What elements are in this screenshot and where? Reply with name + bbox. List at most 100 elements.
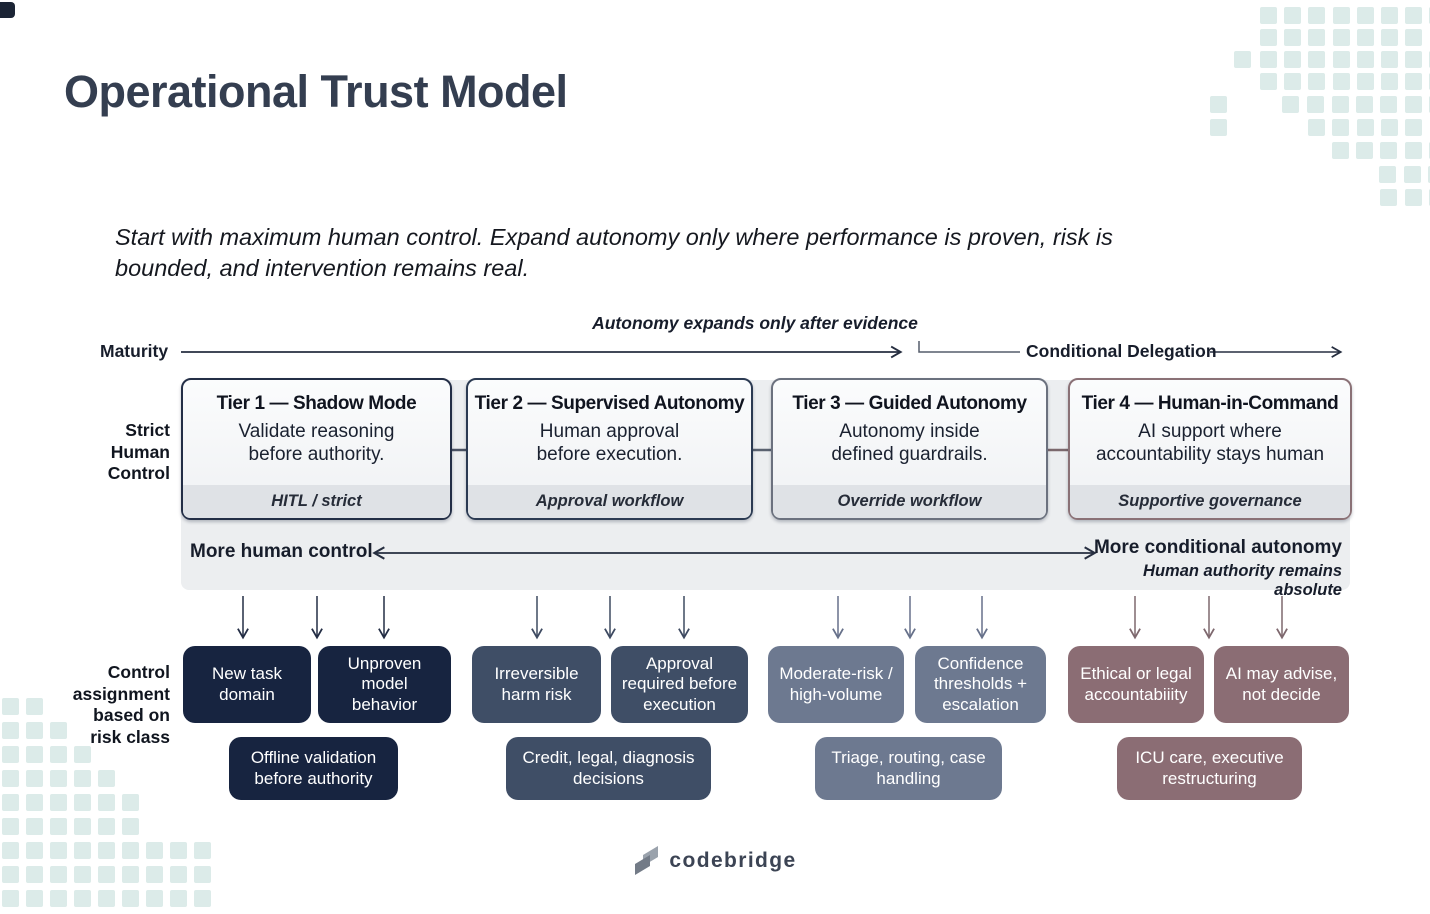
decor-square bbox=[50, 770, 67, 787]
decor-square bbox=[1308, 73, 1325, 90]
example-box-offline-validation: Offline validation before authority bbox=[229, 737, 398, 800]
decor-square bbox=[1332, 142, 1349, 159]
control-assignment-label: Control assignment based on risk class bbox=[72, 662, 170, 748]
decor-square bbox=[74, 818, 91, 835]
decor-square bbox=[50, 794, 67, 811]
decor-square bbox=[122, 818, 139, 835]
decor-square bbox=[1210, 119, 1227, 136]
tier-2-card: Tier 2 — Supervised Autonomy Human appro… bbox=[466, 378, 753, 520]
decor-square bbox=[26, 770, 43, 787]
decor-square bbox=[1308, 51, 1325, 68]
risk-box-new-task-domain: New task domain bbox=[183, 646, 311, 723]
decor-square bbox=[1405, 96, 1422, 113]
decor-square bbox=[50, 890, 67, 907]
decor-square bbox=[98, 890, 115, 907]
decor-square bbox=[170, 890, 187, 907]
decor-square bbox=[1380, 142, 1397, 159]
example-box-triage-routing: Triage, routing, case handling bbox=[815, 737, 1002, 800]
decor-square bbox=[194, 890, 211, 907]
decor-square bbox=[1381, 73, 1398, 90]
risk-box-approval-required: Approval required before execution bbox=[611, 646, 748, 723]
decor-square bbox=[1357, 7, 1374, 24]
decor-square bbox=[122, 890, 139, 907]
decor-square bbox=[122, 794, 139, 811]
tier-1-footer: HITL / strict bbox=[183, 485, 450, 518]
tier-1-title: Tier 1 — Shadow Mode bbox=[216, 393, 417, 414]
decor-square bbox=[1282, 96, 1299, 113]
tier-1-body: Validate reasoning before authority. bbox=[238, 421, 395, 466]
decor-square bbox=[2, 890, 19, 907]
risk-box-moderate-risk-high-volume: Moderate-risk / high-volume bbox=[768, 646, 904, 723]
risk-box-unproven-model-behavior: Unproven model behavior bbox=[318, 646, 451, 723]
tier-3-title: Tier 3 — Guided Autonomy bbox=[792, 393, 1027, 414]
decor-square bbox=[1381, 51, 1398, 68]
decor-square bbox=[1379, 166, 1396, 183]
decor-square bbox=[1332, 96, 1349, 113]
decor-square bbox=[1210, 96, 1227, 113]
decor-square bbox=[146, 890, 163, 907]
tier-3-footer: Override workflow bbox=[773, 485, 1046, 518]
decor-square bbox=[1404, 166, 1421, 183]
decor-square bbox=[2, 770, 19, 787]
codebridge-logo-text: codebridge bbox=[669, 848, 797, 872]
decor-square bbox=[1260, 7, 1277, 24]
maturity-axis-label: Maturity bbox=[100, 341, 169, 361]
decor-square bbox=[1380, 189, 1397, 206]
decor-square bbox=[1405, 73, 1422, 90]
decor-square bbox=[74, 890, 91, 907]
decor-square bbox=[1284, 7, 1301, 24]
decor-square bbox=[1284, 51, 1301, 68]
decor-square bbox=[1260, 51, 1277, 68]
tier-3-card: Tier 3 — Guided Autonomy Autonomy inside… bbox=[771, 378, 1048, 520]
tier-4-title: Tier 4 — Human-in-Command bbox=[1081, 393, 1339, 414]
decor-square bbox=[1333, 29, 1350, 46]
conditional-bracket-line bbox=[918, 341, 1020, 353]
decor-square bbox=[1405, 142, 1422, 159]
decor-square bbox=[50, 818, 67, 835]
decor-square bbox=[1356, 142, 1373, 159]
decor-square bbox=[1380, 96, 1397, 113]
tier-4-footer: Supportive governance bbox=[1070, 485, 1350, 518]
tier-2-title: Tier 2 — Supervised Autonomy bbox=[474, 393, 745, 414]
decor-square bbox=[1356, 96, 1373, 113]
page-title: Operational Trust Model bbox=[64, 66, 568, 117]
tier-2-body: Human approval before execution. bbox=[536, 421, 683, 466]
decor-square bbox=[1308, 29, 1325, 46]
risk-box-confidence-thresholds: Confidence thresholds + escalation bbox=[915, 646, 1046, 723]
decor-square bbox=[74, 770, 91, 787]
tier-1-card: Tier 1 — Shadow Mode Validate reasoning … bbox=[181, 378, 452, 520]
corner-accent-shape bbox=[0, 2, 15, 18]
decor-square bbox=[1284, 73, 1301, 90]
decor-square bbox=[26, 818, 43, 835]
decor-square bbox=[1234, 51, 1251, 68]
decor-square bbox=[1405, 119, 1422, 136]
codebridge-logo: codebridge bbox=[0, 845, 1430, 876]
decor-square bbox=[98, 794, 115, 811]
decor-square bbox=[1333, 51, 1350, 68]
decor-square bbox=[1381, 29, 1398, 46]
tier-4-body: AI support where accountability stays hu… bbox=[1095, 421, 1325, 466]
conditional-delegation-label: Conditional Delegation bbox=[1026, 341, 1217, 361]
decor-square bbox=[1260, 29, 1277, 46]
decor-square bbox=[2, 818, 19, 835]
decor-square bbox=[26, 794, 43, 811]
decor-square bbox=[1332, 119, 1349, 136]
decor-square bbox=[2, 746, 19, 763]
decor-square bbox=[1333, 7, 1350, 24]
decor-square bbox=[2, 698, 19, 715]
strict-human-control-label: Strict Human Control bbox=[107, 420, 170, 484]
risk-box-ethical-legal-accountability: Ethical or legal accountabiiity bbox=[1068, 646, 1204, 723]
decor-square bbox=[1405, 29, 1422, 46]
risk-box-ai-may-advise: AI may advise, not decide bbox=[1214, 646, 1349, 723]
decor-square bbox=[1260, 73, 1277, 90]
risk-box-irreversible-harm-risk: Irreversible harm risk bbox=[472, 646, 601, 723]
decor-square bbox=[1405, 189, 1422, 206]
tier-4-card: Tier 4 — Human-in-Command AI support whe… bbox=[1068, 378, 1352, 520]
decor-square bbox=[74, 794, 91, 811]
decor-square bbox=[1381, 7, 1398, 24]
decor-square bbox=[1357, 119, 1374, 136]
decor-square bbox=[1405, 7, 1422, 24]
scale-right-sub: Human authority remains absolute bbox=[1143, 562, 1342, 599]
decor-square bbox=[1405, 51, 1422, 68]
decor-square bbox=[1357, 73, 1374, 90]
